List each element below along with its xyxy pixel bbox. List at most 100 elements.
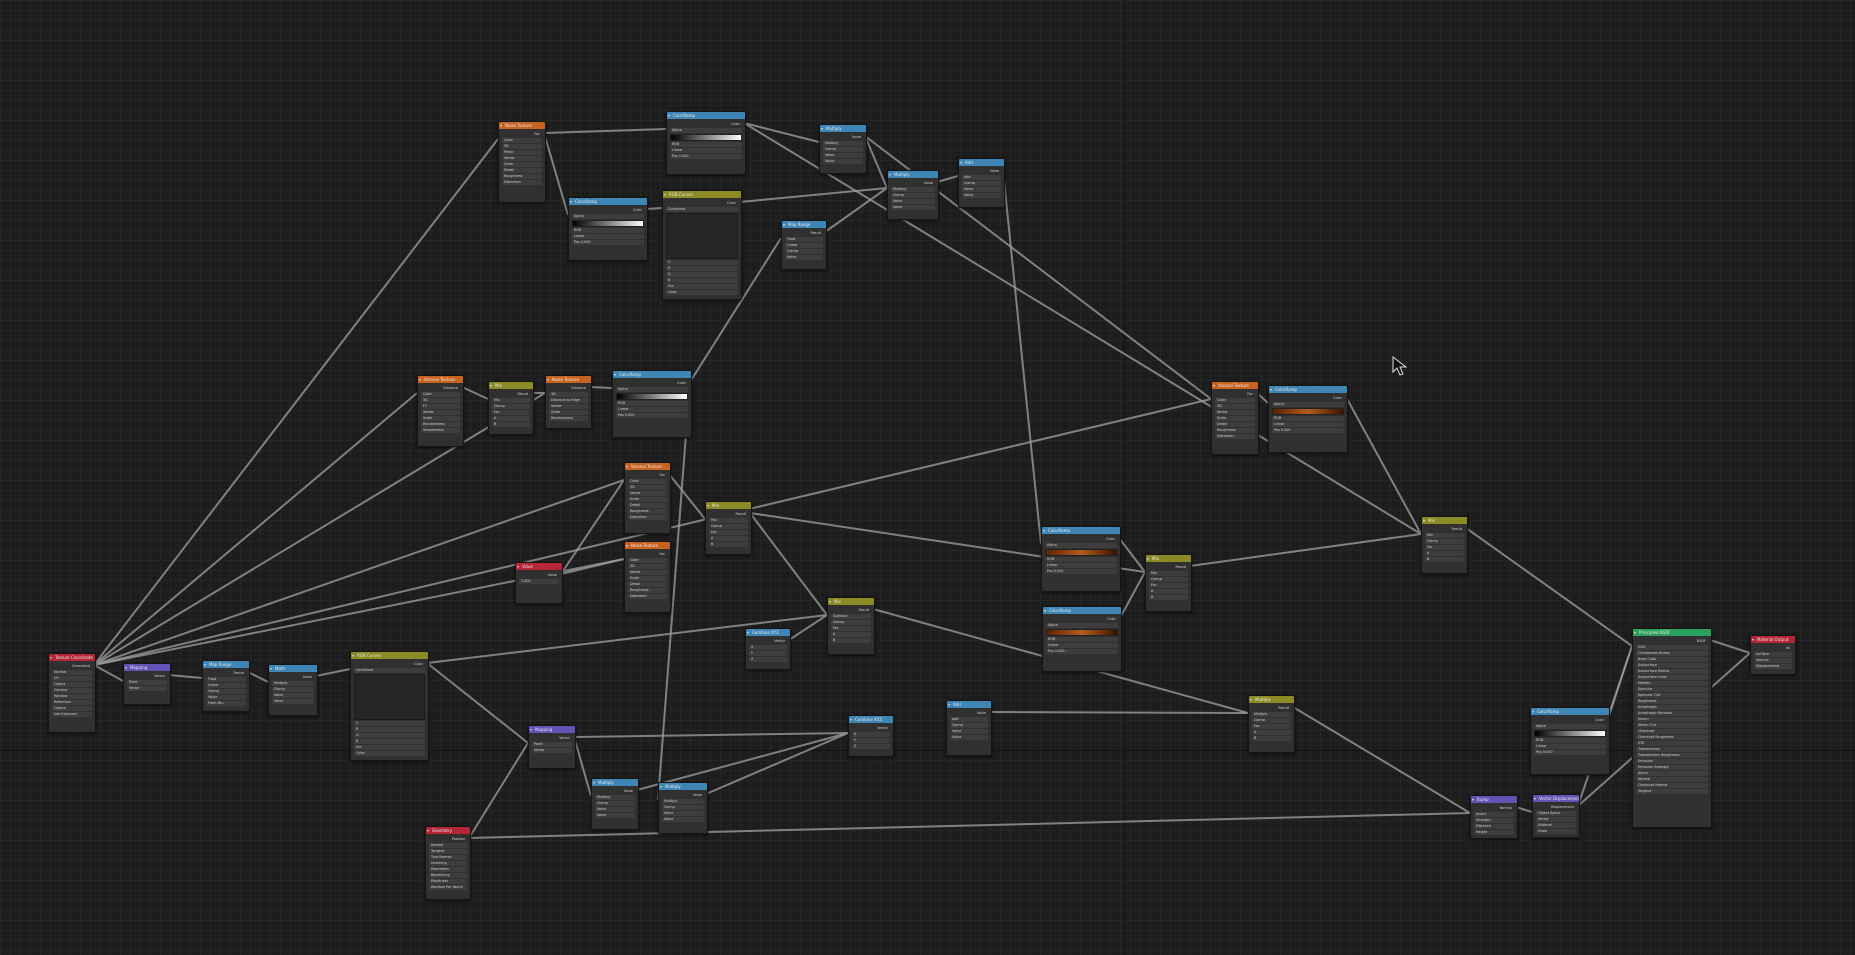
node-socket-row[interactable]: B: [831, 638, 871, 643]
node-socket-row[interactable]: Clamp: [823, 147, 863, 152]
node-link[interactable]: [461, 386, 489, 400]
node-socket-row[interactable]: Result: [735, 512, 746, 516]
node-link[interactable]: [788, 614, 828, 641]
color-ramp-widget[interactable]: [1045, 549, 1117, 556]
node-socket-row[interactable]: Multiply: [595, 795, 635, 800]
node-header[interactable]: Geometry: [426, 827, 470, 834]
node-header[interactable]: Math: [269, 665, 317, 672]
node-socket-row[interactable]: GGX: [1636, 645, 1708, 650]
node-header[interactable]: RGB Curves: [663, 191, 741, 198]
node-socket-row[interactable]: Mix: [1425, 533, 1464, 538]
node-socket-row[interactable]: Normal: [1636, 777, 1708, 782]
node-socket-row[interactable]: Result: [1175, 565, 1186, 569]
node-socket-row[interactable]: Mix: [1149, 571, 1188, 576]
node-socket-row[interactable]: Color: [1595, 718, 1604, 722]
node-socket-row[interactable]: Randomness: [421, 422, 460, 427]
node-link[interactable]: [573, 732, 849, 738]
node-socket-row[interactable]: Multiply: [823, 141, 863, 146]
node-link[interactable]: [936, 175, 959, 183]
node-socket-row[interactable]: Vector: [549, 404, 588, 409]
node-link[interactable]: [1119, 571, 1146, 619]
node-socket-row[interactable]: Specular: [1636, 687, 1708, 692]
node-socket-row[interactable]: Value: [976, 711, 986, 715]
node-socket-row[interactable]: Result: [1451, 527, 1462, 531]
node-link[interactable]: [743, 122, 1422, 535]
node-socket-row[interactable]: X: [749, 645, 787, 650]
node-socket-row[interactable]: Fac: [1425, 545, 1464, 550]
node-socket-row[interactable]: R: [666, 266, 738, 271]
node-socket-row[interactable]: Linear: [785, 243, 823, 248]
node-socket-row[interactable]: Point: [532, 742, 572, 747]
node-socket-row[interactable]: Value: [962, 193, 1001, 198]
node-socket-row[interactable]: Sheen Tint: [1636, 723, 1708, 728]
node-socket-row[interactable]: Fac: [666, 284, 738, 289]
node-socket-row[interactable]: Clearcoat: [1636, 729, 1708, 734]
node-socket-row[interactable]: Value: [989, 169, 999, 173]
node-socket-row[interactable]: Value: [595, 813, 635, 818]
node-socket-row[interactable]: Color: [727, 201, 736, 205]
node-header[interactable]: Map Range: [203, 661, 249, 668]
node-socket-row[interactable]: Position: [451, 837, 465, 841]
node-socket-row[interactable]: Alpha: [1272, 402, 1344, 407]
node-header[interactable]: Mix: [1146, 555, 1191, 562]
node-socket-row[interactable]: Height: [1474, 830, 1514, 835]
node-socket-row[interactable]: Subtract: [831, 614, 871, 619]
node-socket-row[interactable]: Mix: [709, 518, 748, 523]
node-socket-row[interactable]: Color: [666, 290, 738, 295]
node-socket-row[interactable]: Vector: [1536, 817, 1576, 822]
node-socket-row[interactable]: Multiply: [272, 681, 314, 686]
node-socket-row[interactable]: Multiply: [662, 799, 704, 804]
node-noise-low[interactable]: Noise TextureFacColor3DVectorScaleDetail…: [624, 541, 671, 613]
node-socket-row[interactable]: BSDF: [1697, 639, 1706, 643]
node-socket-row[interactable]: 3D: [628, 564, 667, 569]
node-header[interactable]: Combine XYZ: [849, 716, 893, 723]
node-socket-row[interactable]: Object:: [52, 706, 92, 711]
node-link[interactable]: [93, 392, 418, 666]
node-link[interactable]: [1345, 396, 1422, 535]
node-socket-row[interactable]: Value: [950, 729, 988, 734]
node-socket-row[interactable]: Scale: [628, 576, 667, 581]
node-socket-row[interactable]: Color: [421, 392, 460, 397]
node-socket-row[interactable]: Scale: [1536, 829, 1576, 834]
node-link[interactable]: [315, 668, 351, 677]
node-socket-row[interactable]: Value: [950, 735, 988, 740]
node-socket-row[interactable]: Color: [677, 381, 686, 385]
node-socket-row[interactable]: Value: [851, 135, 861, 139]
node-socket-row[interactable]: Value: [891, 205, 935, 210]
node-socket-row[interactable]: Linear: [206, 683, 246, 688]
node-socket-row[interactable]: Clamp: [595, 801, 635, 806]
node-socket-row[interactable]: Vector: [628, 570, 667, 575]
node-header[interactable]: Voronoi Texture: [418, 376, 463, 383]
node-socket-row[interactable]: Color: [1333, 396, 1342, 400]
node-socket-row[interactable]: Pos 0.000: [670, 154, 742, 159]
node-socket-row[interactable]: Y: [852, 738, 890, 743]
node-socket-row[interactable]: F1: [421, 404, 460, 409]
node-socket-row[interactable]: Clamp: [785, 249, 823, 254]
node-socket-row[interactable]: Roughness: [628, 588, 667, 593]
node-socket-row[interactable]: True Normal: [429, 855, 467, 860]
node-socket-row[interactable]: Reflection: [52, 700, 92, 705]
node-socket-row[interactable]: Clamp: [492, 404, 530, 409]
node-header[interactable]: Vector Displacement: [1533, 795, 1579, 802]
node-link[interactable]: [1465, 527, 1633, 647]
node-header[interactable]: Mix: [489, 382, 533, 389]
node-socket-row[interactable]: 3D: [502, 144, 542, 149]
node-header[interactable]: ColorRamp: [569, 198, 647, 205]
node-socket-row[interactable]: Value: [623, 789, 633, 793]
node-socket-row[interactable]: R: [354, 727, 425, 732]
node-socket-row[interactable]: Point: [127, 680, 167, 685]
node-socket-row[interactable]: Invert: [1474, 812, 1514, 817]
node-socket-row[interactable]: Base Color: [1636, 657, 1708, 662]
node-noise-top[interactable]: Noise TextureFacColor3DPerlinVectorScale…: [498, 121, 546, 203]
node-socket-row[interactable]: B: [709, 542, 748, 547]
node-link[interactable]: [1709, 639, 1751, 654]
node-header[interactable]: Multiply: [888, 171, 938, 178]
node-header[interactable]: ColorRamp: [1042, 527, 1120, 534]
